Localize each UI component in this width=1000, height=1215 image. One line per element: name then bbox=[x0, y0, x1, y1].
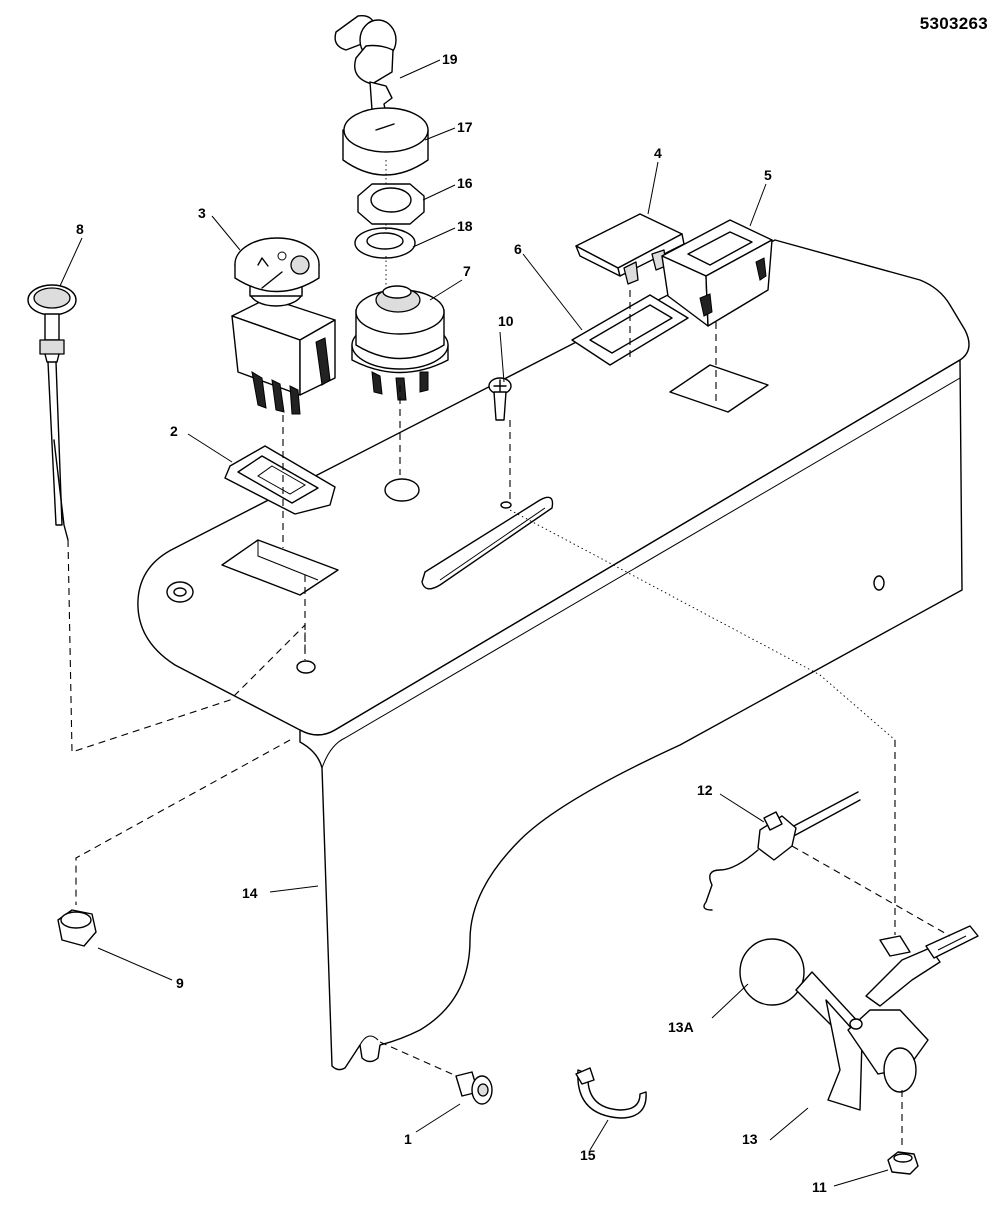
switch-bezel bbox=[224, 445, 336, 515]
stop-icon bbox=[277, 251, 287, 261]
hourmeter-housing bbox=[661, 219, 773, 327]
start-icon bbox=[290, 255, 310, 275]
throttle-cable bbox=[703, 791, 861, 911]
ignition-nut bbox=[357, 183, 425, 225]
ignition-switch bbox=[351, 285, 449, 401]
callout-8: 8 bbox=[76, 221, 84, 237]
callout-leaders bbox=[59, 59, 889, 1187]
run-icon bbox=[257, 257, 269, 267]
callout-4: 4 bbox=[654, 145, 662, 161]
ignition-key bbox=[334, 15, 397, 123]
callout-6: 6 bbox=[514, 241, 522, 257]
throttle-control bbox=[739, 925, 979, 1111]
callout-2: 2 bbox=[170, 423, 178, 439]
lock-nut bbox=[57, 909, 97, 947]
callout-3: 3 bbox=[198, 205, 206, 221]
callout-7: 7 bbox=[463, 263, 471, 279]
callout-12: 12 bbox=[697, 782, 713, 798]
callout-18: 18 bbox=[457, 218, 473, 234]
callout-11: 11 bbox=[812, 1179, 827, 1195]
callout-15: 15 bbox=[580, 1147, 596, 1163]
lens-cover bbox=[575, 213, 685, 285]
panel-screw bbox=[488, 377, 512, 421]
callout-5: 5 bbox=[764, 167, 772, 183]
pto-switch bbox=[231, 237, 336, 415]
cable-clip bbox=[575, 1067, 647, 1119]
push-rivet bbox=[455, 1071, 493, 1105]
callout-14: 14 bbox=[242, 885, 258, 901]
dash-panel bbox=[137, 239, 970, 1071]
callout-16: 16 bbox=[457, 175, 473, 191]
callout-19: 19 bbox=[442, 51, 458, 67]
callout-1: 1 bbox=[404, 1131, 412, 1147]
document-number: 5303263 bbox=[919, 14, 988, 33]
lock-washer bbox=[354, 227, 416, 259]
callout-9: 9 bbox=[176, 975, 184, 991]
choke-cable bbox=[27, 284, 77, 541]
callout-13a: 13A bbox=[668, 1019, 694, 1035]
callout-10: 10 bbox=[498, 313, 514, 329]
callout-labels: 19 17 16 18 7 10 8 3 2 6 4 5 14 9 1 15 1… bbox=[76, 51, 827, 1195]
assembly-lines bbox=[67, 160, 951, 1150]
callout-13: 13 bbox=[742, 1131, 758, 1147]
control-nut bbox=[887, 1151, 919, 1175]
callout-17: 17 bbox=[457, 119, 473, 135]
ignition-cap bbox=[342, 107, 429, 176]
